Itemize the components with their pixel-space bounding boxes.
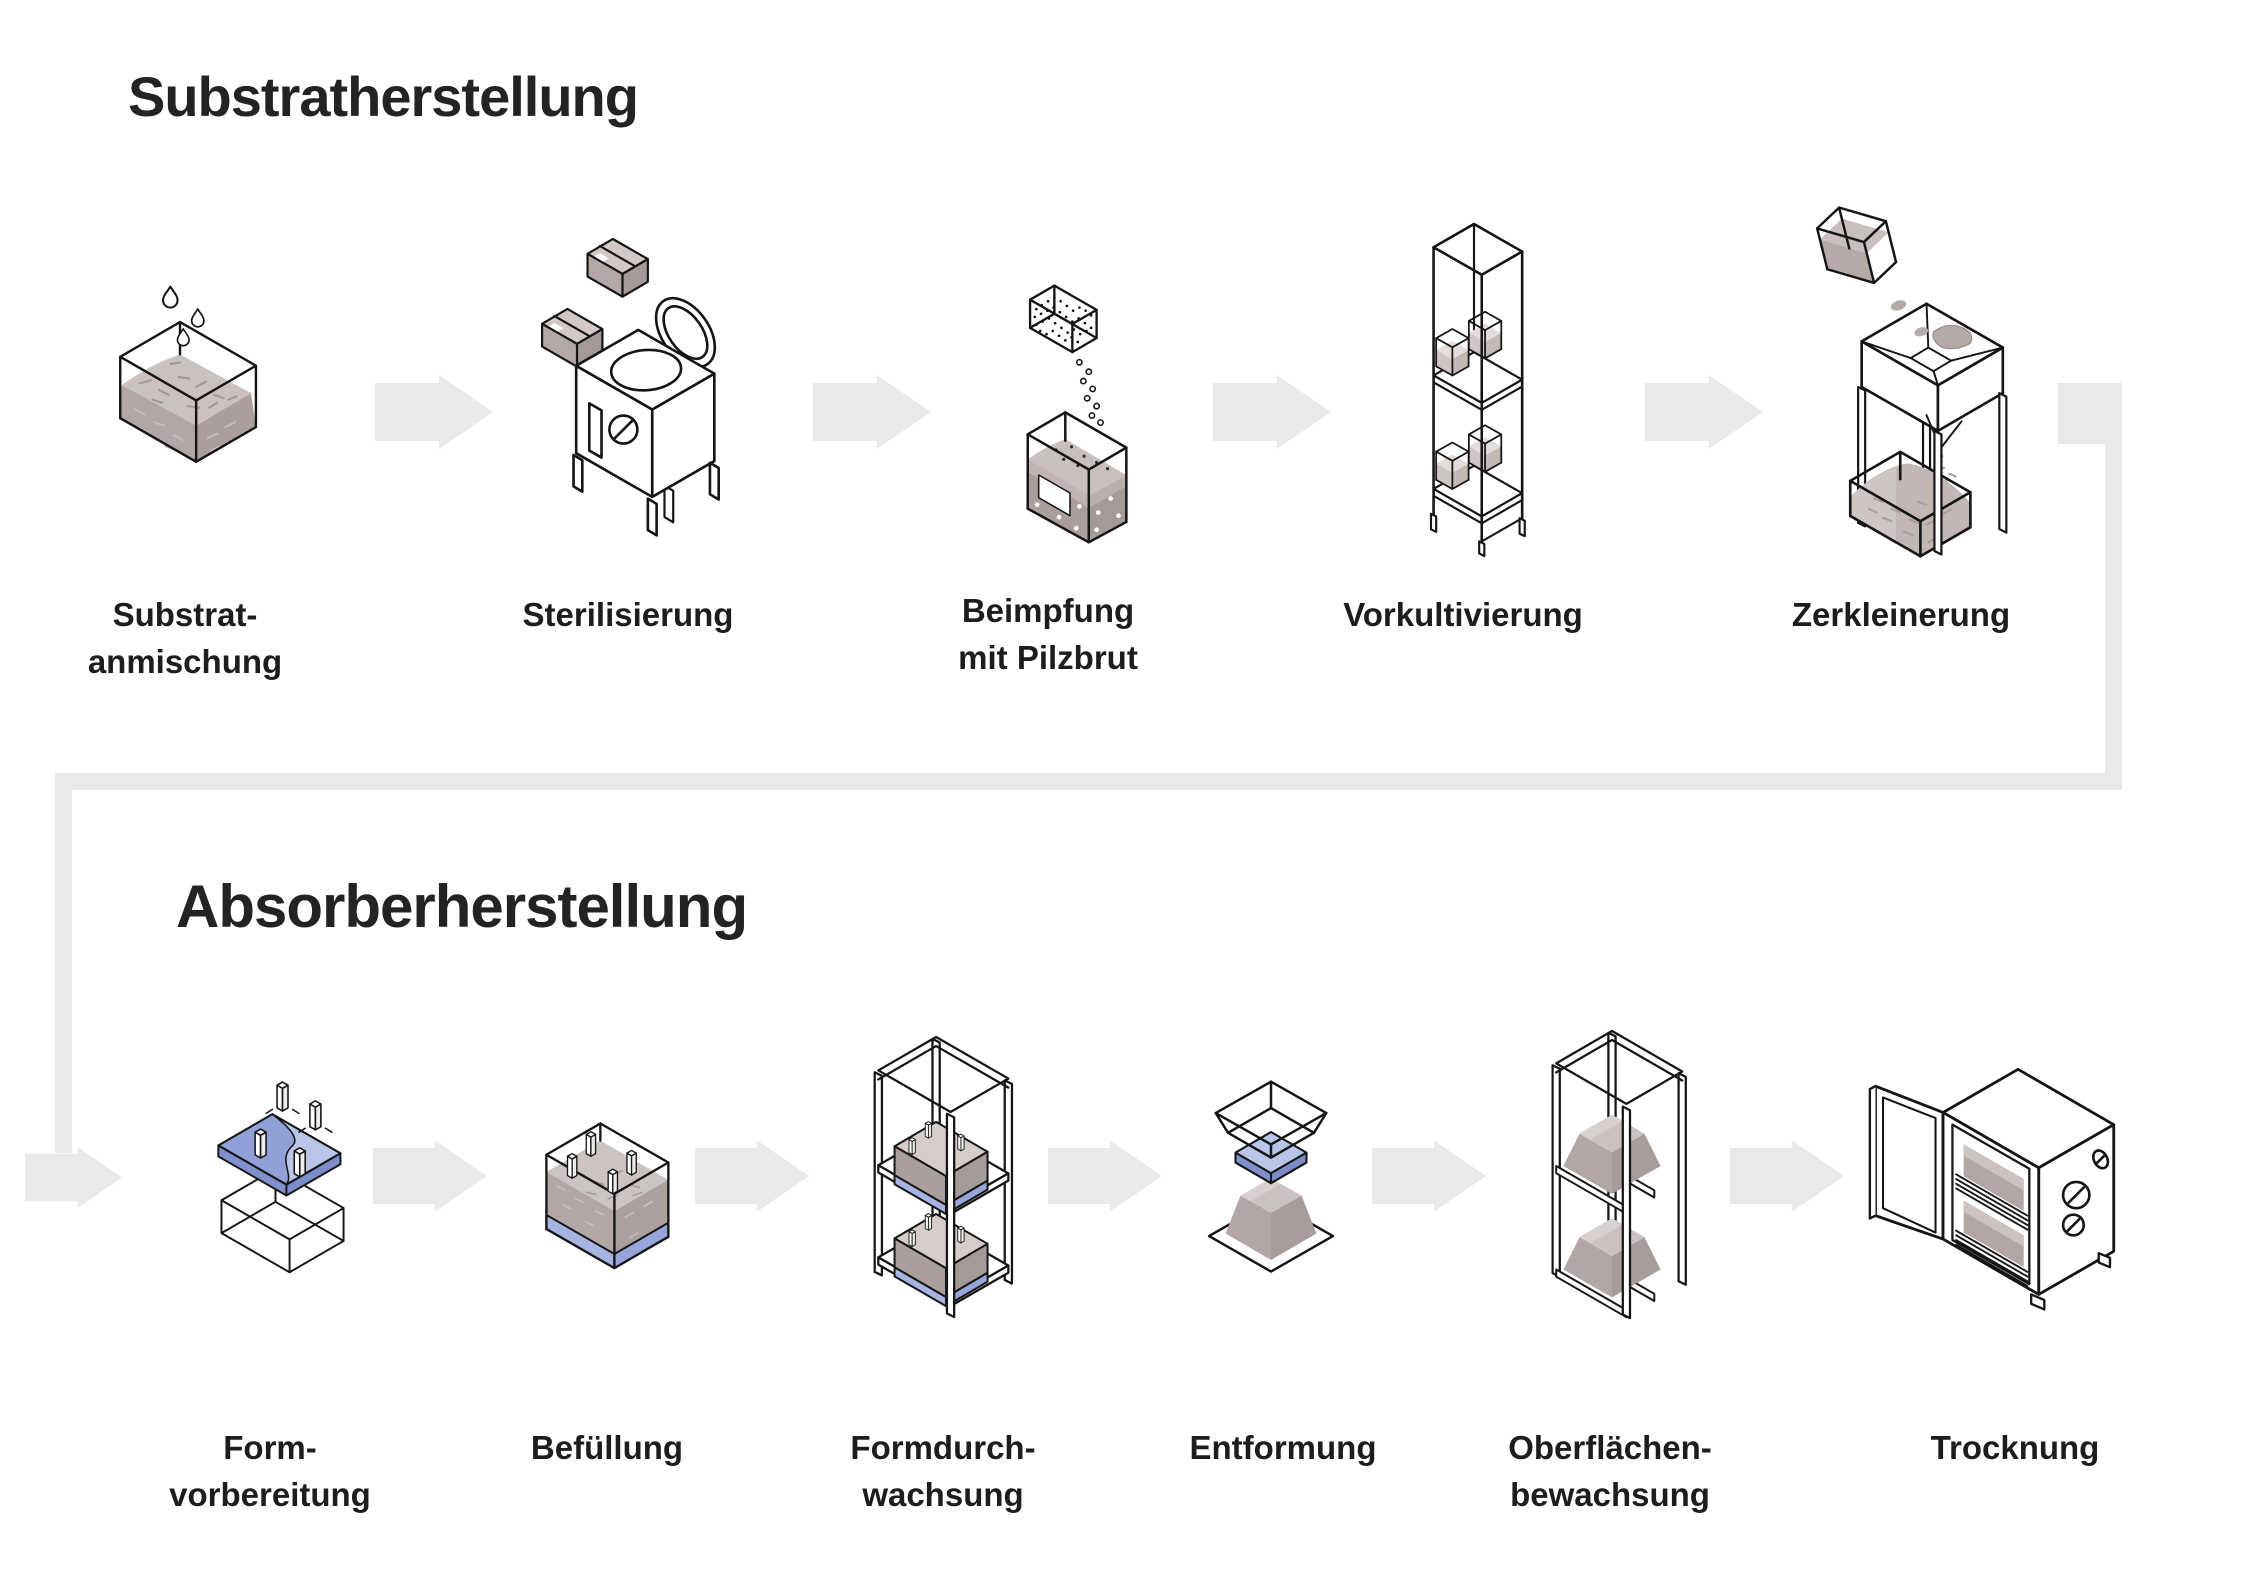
- section-title-substratherstellung: Substratherstellung: [128, 65, 639, 128]
- flow-arrow: [25, 1147, 122, 1208]
- flow-arrow: [375, 375, 493, 449]
- step-label: Form- vorbereitung: [169, 1429, 371, 1513]
- section-title-absorberherstellung: Absorberherstellung: [176, 873, 748, 940]
- step-label: Befüllung: [530, 1429, 684, 1466]
- step-label: Trocknung: [1930, 1429, 2100, 1466]
- step-label: Formdurch- wachsung: [850, 1429, 1036, 1513]
- flow-arrow: [695, 1140, 809, 1212]
- connector-line-left-vertical: [55, 773, 72, 1153]
- flow-arrow: [813, 375, 931, 449]
- step-label: Substrat- anmischung: [87, 596, 283, 680]
- drying-cabinet-icon: [1868, 1058, 2140, 1311]
- step-label: Entformung: [1189, 1429, 1377, 1466]
- flow-arrow: [373, 1140, 487, 1212]
- connector-line-horizontal: [55, 773, 2122, 790]
- step-label: Vorkultivierung: [1343, 596, 1583, 633]
- rack-with-filled-molds-icon: [842, 1028, 1032, 1326]
- connector-line-right-vertical: [2105, 440, 2122, 790]
- autoclave-with-packages-icon: [535, 232, 745, 538]
- mold-with-blue-plate-and-pegs-icon: [180, 1078, 360, 1274]
- demolding-stack-icon: [1192, 1080, 1350, 1274]
- step-label: Sterilisierung: [522, 596, 734, 633]
- flow-arrow: [1730, 1140, 1844, 1212]
- step-label: Oberflächen- bewachsung: [1508, 1429, 1712, 1513]
- flow-arrow: [1048, 1140, 1162, 1212]
- step-label: Beimpfung mit Pilzbrut: [958, 592, 1138, 676]
- flow-arrow: [1645, 375, 1763, 449]
- shredder-with-hopper-icon: [1795, 200, 2023, 560]
- connector-stub: [2058, 383, 2122, 444]
- rack-with-demolded-absorbers-icon: [1522, 1022, 1702, 1328]
- mixing-box-with-water-drops-icon: [75, 280, 285, 474]
- filled-mold-icon: [508, 1100, 688, 1272]
- bag-inoculated-with-grain-spawn-icon: [962, 262, 1142, 544]
- flow-arrow: [1213, 375, 1331, 449]
- step-label: Zerkleinerung: [1791, 596, 2011, 633]
- flow-arrow: [1372, 1140, 1486, 1212]
- incubation-rack-with-grow-bags-icon: [1388, 212, 1560, 558]
